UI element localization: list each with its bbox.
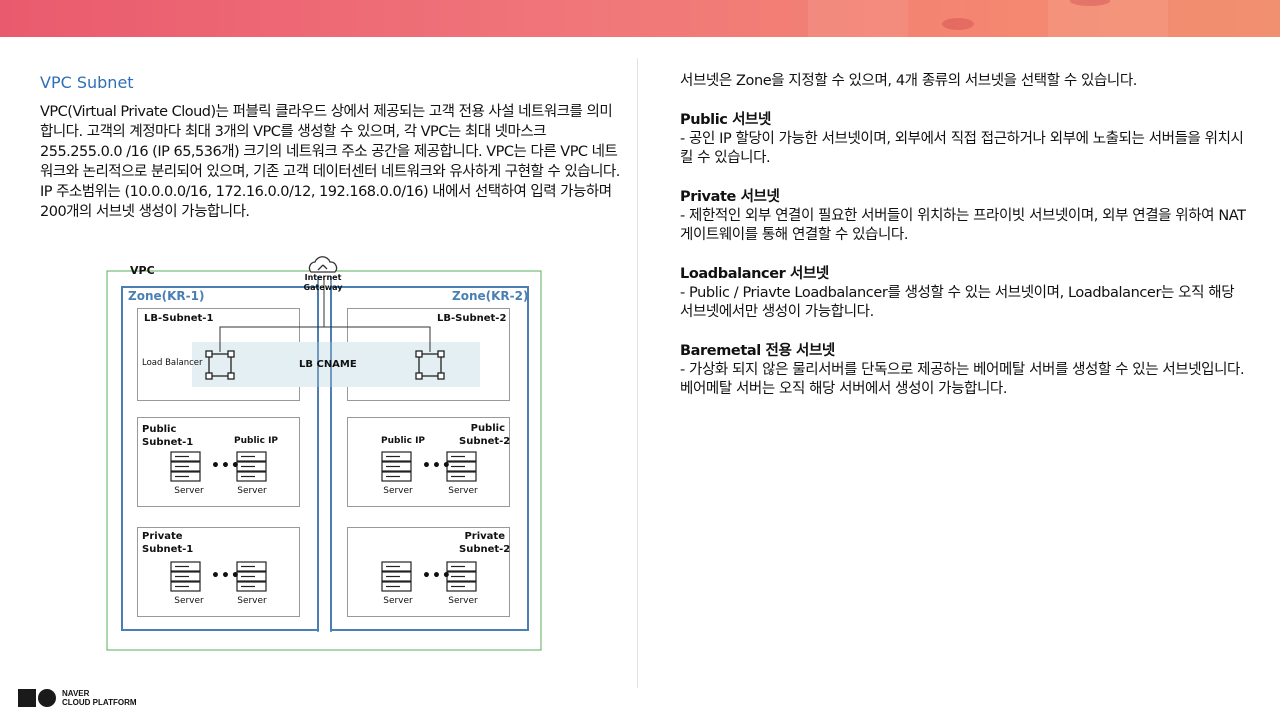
column-divider [637, 58, 638, 688]
label-line: Public [142, 424, 177, 435]
brand-text: NAVER CLOUD PLATFORM [62, 689, 137, 707]
server-icon [381, 561, 412, 592]
section-title: Private 서브넷 [680, 189, 780, 205]
section-loadbalancer: Loadbalancer 서브넷 - Public / Priavte Load… [680, 265, 1246, 322]
section-public: Public 서브넷 - 공인 IP 할당이 가능한 서브넷이며, 외부에서 직… [680, 111, 1246, 168]
lb-band [192, 342, 480, 387]
zone-kr-1-label: Zone(KR-1) [128, 289, 205, 303]
server-icon [236, 561, 267, 592]
section-body: - Public / Priavte Loadbalancer를 생성할 수 있… [680, 285, 1235, 320]
section-private: Private 서브넷 - 제한적인 외부 연결이 필요한 서버들이 위치하는 … [680, 188, 1246, 245]
public-subnet-1-box [137, 417, 300, 507]
section-body: - 가상화 되지 않은 물리서버를 단독으로 제공하는 베어메탈 서버를 생성할… [680, 362, 1245, 397]
gateway-label-line: Internet [304, 273, 342, 282]
banner-decor [942, 18, 974, 30]
server-label: Server [448, 596, 478, 606]
ellipsis: ••• [211, 458, 241, 474]
label-line: Subnet-1 [142, 544, 194, 555]
header-banner [0, 0, 1280, 37]
brand-line: CLOUD PLATFORM [62, 698, 137, 707]
label-line: Subnet-2 [459, 436, 511, 447]
lead-text: 서브넷은 Zone을 지정할 수 있으며, 4개 종류의 서브넷을 선택할 수 … [680, 73, 1137, 89]
server-label: Server [237, 486, 267, 496]
load-balancer-label: Load Balancer [142, 358, 203, 368]
label-line: Subnet-1 [142, 437, 194, 448]
public-ip-label: Public IP [234, 436, 279, 446]
intro-text: VPC(Virtual Private Cloud)는 퍼블릭 클라우드 상에서… [40, 102, 620, 222]
cloud-icon [308, 256, 338, 273]
vpc-label: VPC [130, 264, 155, 277]
lb-subnet-2-label: LB-Subnet-2 [437, 313, 507, 324]
server-label: Server [174, 596, 204, 606]
public-subnet-2-box [347, 417, 510, 507]
load-balancer-icon [415, 350, 445, 380]
intro-paragraph: VPC(Virtual Private Cloud)는 퍼블릭 클라우드 상에서… [40, 104, 620, 180]
private-subnet-2-box [347, 527, 510, 617]
private-subnet-2-label: Private Subnet-2 [459, 530, 511, 556]
ellipsis: ••• [211, 568, 241, 584]
public-subnet-2-label: Public Subnet-2 [459, 422, 511, 448]
label-line: Private [142, 531, 183, 542]
ellipsis: ••• [422, 458, 452, 474]
load-balancer-icon [205, 350, 235, 380]
server-label: Server [448, 486, 478, 496]
subnet-types-panel: 서브넷은 Zone을 지정할 수 있으며, 4개 종류의 서브넷을 선택할 수 … [680, 72, 1246, 399]
server-label: Server [237, 596, 267, 606]
server-label: Server [174, 486, 204, 496]
section-body: - 공인 IP 할당이 가능한 서브넷이며, 외부에서 직접 접근하거나 외부에… [680, 131, 1244, 166]
banner-decor [1048, 0, 1168, 37]
ellipsis: ••• [422, 568, 452, 584]
page-title: VPC Subnet [40, 73, 134, 92]
intro-paragraph: IP 주소범위는 (10.0.0.0/16, 172.16.0.0/12, 19… [40, 184, 612, 220]
section-title: Loadbalancer 서브넷 [680, 266, 829, 282]
lb-subnet-1-label: LB-Subnet-1 [144, 313, 214, 324]
label-line: Private [464, 531, 505, 542]
server-icon [446, 561, 477, 592]
public-ip-label: Public IP [381, 436, 426, 446]
label-line: Subnet-2 [459, 544, 511, 555]
gateway-label: Internet Gateway [301, 273, 345, 293]
server-label: Server [383, 486, 413, 496]
banner-decor [808, 0, 908, 37]
server-icon [446, 451, 477, 482]
section-title: Baremetal 전용 서브넷 [680, 343, 835, 359]
vpc-diagram: VPC Internet Gateway Zone(KR-1) Zone(KR-… [106, 256, 542, 651]
banner-decor [1070, 0, 1110, 6]
server-icon [381, 451, 412, 482]
brand-line: NAVER [62, 689, 90, 698]
diagram-overlay [170, 256, 477, 632]
server-icon [170, 451, 201, 482]
private-subnet-1-box [137, 527, 300, 617]
zone-kr-2-label: Zone(KR-2) [452, 289, 529, 303]
public-subnet-1-label: Public Subnet-1 [142, 423, 193, 449]
server-label: Server [383, 596, 413, 606]
section-baremetal: Baremetal 전용 서브넷 - 가상화 되지 않은 물리서버를 단독으로 … [680, 342, 1246, 399]
naver-cloud-logo-icon [18, 689, 56, 707]
lb-cname-label: LB CNAME [299, 359, 357, 370]
server-icon [236, 451, 267, 482]
section-title: Public 서브넷 [680, 112, 771, 128]
private-subnet-1-label: Private Subnet-1 [142, 530, 193, 556]
server-icon [170, 561, 201, 592]
section-body: - 제한적인 외부 연결이 필요한 서버들이 위치하는 프라이빗 서브넷이며, … [680, 208, 1246, 243]
gateway-label-line: Gateway [303, 283, 343, 292]
label-line: Public [470, 423, 505, 434]
